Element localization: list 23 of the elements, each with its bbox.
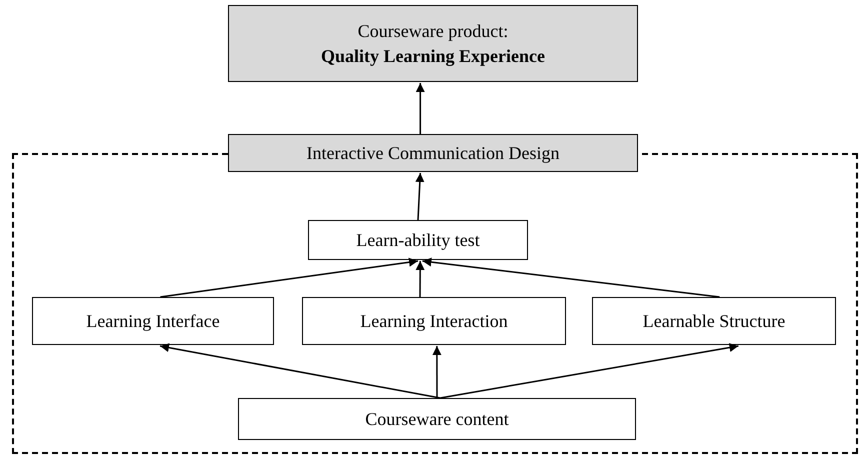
node-label: Learning Interaction bbox=[360, 310, 508, 333]
highlight-box bbox=[228, 134, 638, 172]
node-label: Courseware content bbox=[365, 408, 509, 431]
arrow bbox=[160, 343, 440, 399]
arrow bbox=[422, 258, 720, 298]
subtitle-text: Quality Learning Experience bbox=[321, 44, 545, 68]
process-box bbox=[238, 398, 636, 440]
arrow bbox=[415, 172, 424, 220]
node-label: Learn-ability test bbox=[356, 228, 480, 252]
arrow bbox=[432, 346, 442, 398]
arrow bbox=[160, 258, 418, 298]
node-label: Learning Interface bbox=[86, 310, 220, 333]
arrow bbox=[416, 261, 425, 297]
arrow bbox=[416, 83, 425, 134]
process-box bbox=[302, 297, 566, 345]
node-label: Interactive Communication Design bbox=[306, 142, 560, 165]
node-label: Courseware product: bbox=[358, 20, 508, 44]
process-box bbox=[592, 297, 836, 345]
node-label: Learnable Structure bbox=[642, 310, 786, 333]
process-box bbox=[32, 297, 274, 345]
process-box bbox=[308, 220, 528, 260]
arrow bbox=[440, 343, 739, 399]
highlight-box bbox=[228, 5, 638, 82]
